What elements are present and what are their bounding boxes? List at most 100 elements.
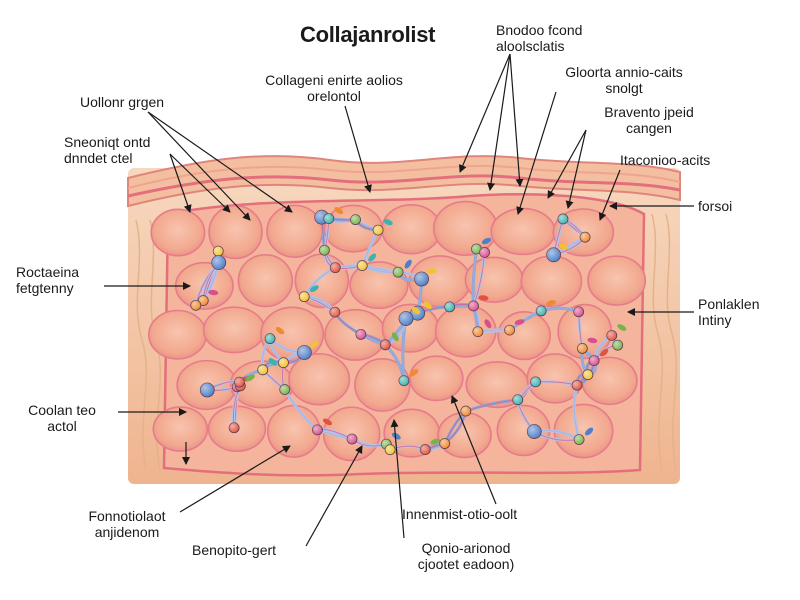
fiber-node-highlight <box>299 291 310 302</box>
fiber-node-highlight <box>580 232 591 243</box>
arrow-top-right-a2 <box>487 53 511 191</box>
fiber-node-highlight <box>213 246 224 257</box>
fiber-node-highlight <box>211 255 226 270</box>
fiber-bead <box>275 326 285 335</box>
fiber-node-highlight <box>530 376 541 387</box>
membrane-layer-inner <box>127 174 681 198</box>
fiber-nodes <box>190 207 627 456</box>
fiber-bead <box>409 369 419 377</box>
fiber-bead <box>430 438 441 445</box>
arrow-top-right-b <box>516 91 557 215</box>
fiber-bead <box>481 237 492 245</box>
fiber-bead <box>245 374 255 382</box>
fiber-node-highlight <box>385 444 396 455</box>
fiber-node-highlight <box>471 243 482 254</box>
fiber-node-highlight <box>573 306 584 317</box>
arrow-top-right-a3 <box>509 53 524 187</box>
fiber-bead <box>310 340 319 349</box>
fiber-bead <box>478 295 489 301</box>
fiber-bead <box>334 207 344 215</box>
fiber-bead <box>322 418 332 426</box>
fiber-bead <box>391 332 399 342</box>
side-fibers <box>135 213 678 471</box>
fiber-bead <box>484 319 492 329</box>
label-bottom-mid-left: Benopito-gert <box>192 542 277 558</box>
fiber-node-highlight <box>190 300 201 311</box>
fiber-bead <box>309 285 319 293</box>
fiber-node-highlight <box>393 267 404 278</box>
fiber-node-highlight <box>546 247 561 262</box>
fiber-bead <box>587 337 598 344</box>
fiber-bead <box>558 243 569 250</box>
fiber-node-highlight <box>347 434 358 445</box>
fiber-bead <box>617 324 627 331</box>
arrow-top-left-b2 <box>169 153 192 213</box>
fiber-bead <box>584 427 594 436</box>
cell <box>266 404 321 458</box>
label-top-right-a: Bnodoo fcond aloolsclatis <box>496 22 583 54</box>
fiber-node-highlight <box>319 245 330 256</box>
fiber-node-highlight <box>557 213 568 224</box>
fiber-node-highlight <box>297 345 312 360</box>
fiber-node-highlight <box>468 300 479 311</box>
fiber-node-highlight <box>229 422 240 433</box>
fiber-node-highlight <box>577 343 588 354</box>
label-top-right-c: Bravento jpeid cangen <box>604 104 694 136</box>
arrow-top-right-c2 <box>565 129 587 209</box>
fiber-node-highlight <box>355 329 366 340</box>
fiber-node-highlight <box>589 355 600 366</box>
fiber-bead <box>546 300 557 306</box>
cell <box>202 306 266 354</box>
fiber-node-highlight <box>512 394 523 405</box>
cell-cluster <box>148 200 647 462</box>
fiber-node-highlight <box>198 295 209 306</box>
diagram-title: Collajanrolist <box>300 22 436 47</box>
arrow-bottom-left <box>179 445 291 513</box>
cell <box>148 309 208 360</box>
fiber-bead <box>426 268 437 274</box>
fiber-node-highlight <box>312 424 323 435</box>
label-left-low: Coolan teo actol <box>28 402 96 434</box>
label-right-b: forsoi <box>698 198 733 214</box>
fiber-node-highlight <box>330 262 341 273</box>
cell <box>381 303 440 353</box>
arrow-top-right-c <box>547 129 587 199</box>
fiber-node-highlight <box>200 382 215 397</box>
fiber-node-highlight <box>612 340 623 351</box>
arrow-top-left-a2 <box>147 111 293 213</box>
arrow-top-right-a <box>459 53 511 173</box>
fiber-node-highlight <box>572 380 583 391</box>
fiber-node-highlight <box>373 225 384 236</box>
cell <box>587 255 647 306</box>
fiber-bead <box>411 306 421 315</box>
fiber-node-highlight <box>380 339 391 350</box>
cell <box>520 255 583 308</box>
arrow-top-center <box>344 105 372 193</box>
cell <box>409 355 464 402</box>
fiber-node-highlight <box>329 307 340 318</box>
fiber-node-highlight <box>323 213 334 224</box>
fiber-node-highlight <box>257 364 268 375</box>
fiber-bead <box>368 253 377 262</box>
label-right-a: Itaconioo-acits <box>620 152 711 168</box>
fiber-bead <box>391 432 401 440</box>
label-top-center: Collageni enirte aolios orelontol <box>265 72 403 104</box>
cell <box>354 358 411 412</box>
cell <box>553 403 614 459</box>
fiber-node-highlight <box>279 384 290 395</box>
fiber-node-highlight <box>574 434 585 445</box>
fiber-node-highlight <box>472 326 483 337</box>
fiber-bead <box>514 319 525 325</box>
label-top-left-b: Sneoniqt ontd dnndet ctel <box>64 134 151 166</box>
fiber-node-highlight <box>265 333 276 344</box>
cell <box>288 352 351 406</box>
cell <box>381 204 442 255</box>
leader-lines <box>104 53 694 547</box>
arrow-right-a <box>598 169 621 221</box>
fiber-node-highlight <box>414 271 429 286</box>
fiber-node-highlight <box>606 330 617 341</box>
fiber-node-highlight <box>399 311 414 326</box>
fiber-node-highlight <box>444 301 455 312</box>
label-right-c: Ponlaklen Intiny <box>698 296 760 328</box>
